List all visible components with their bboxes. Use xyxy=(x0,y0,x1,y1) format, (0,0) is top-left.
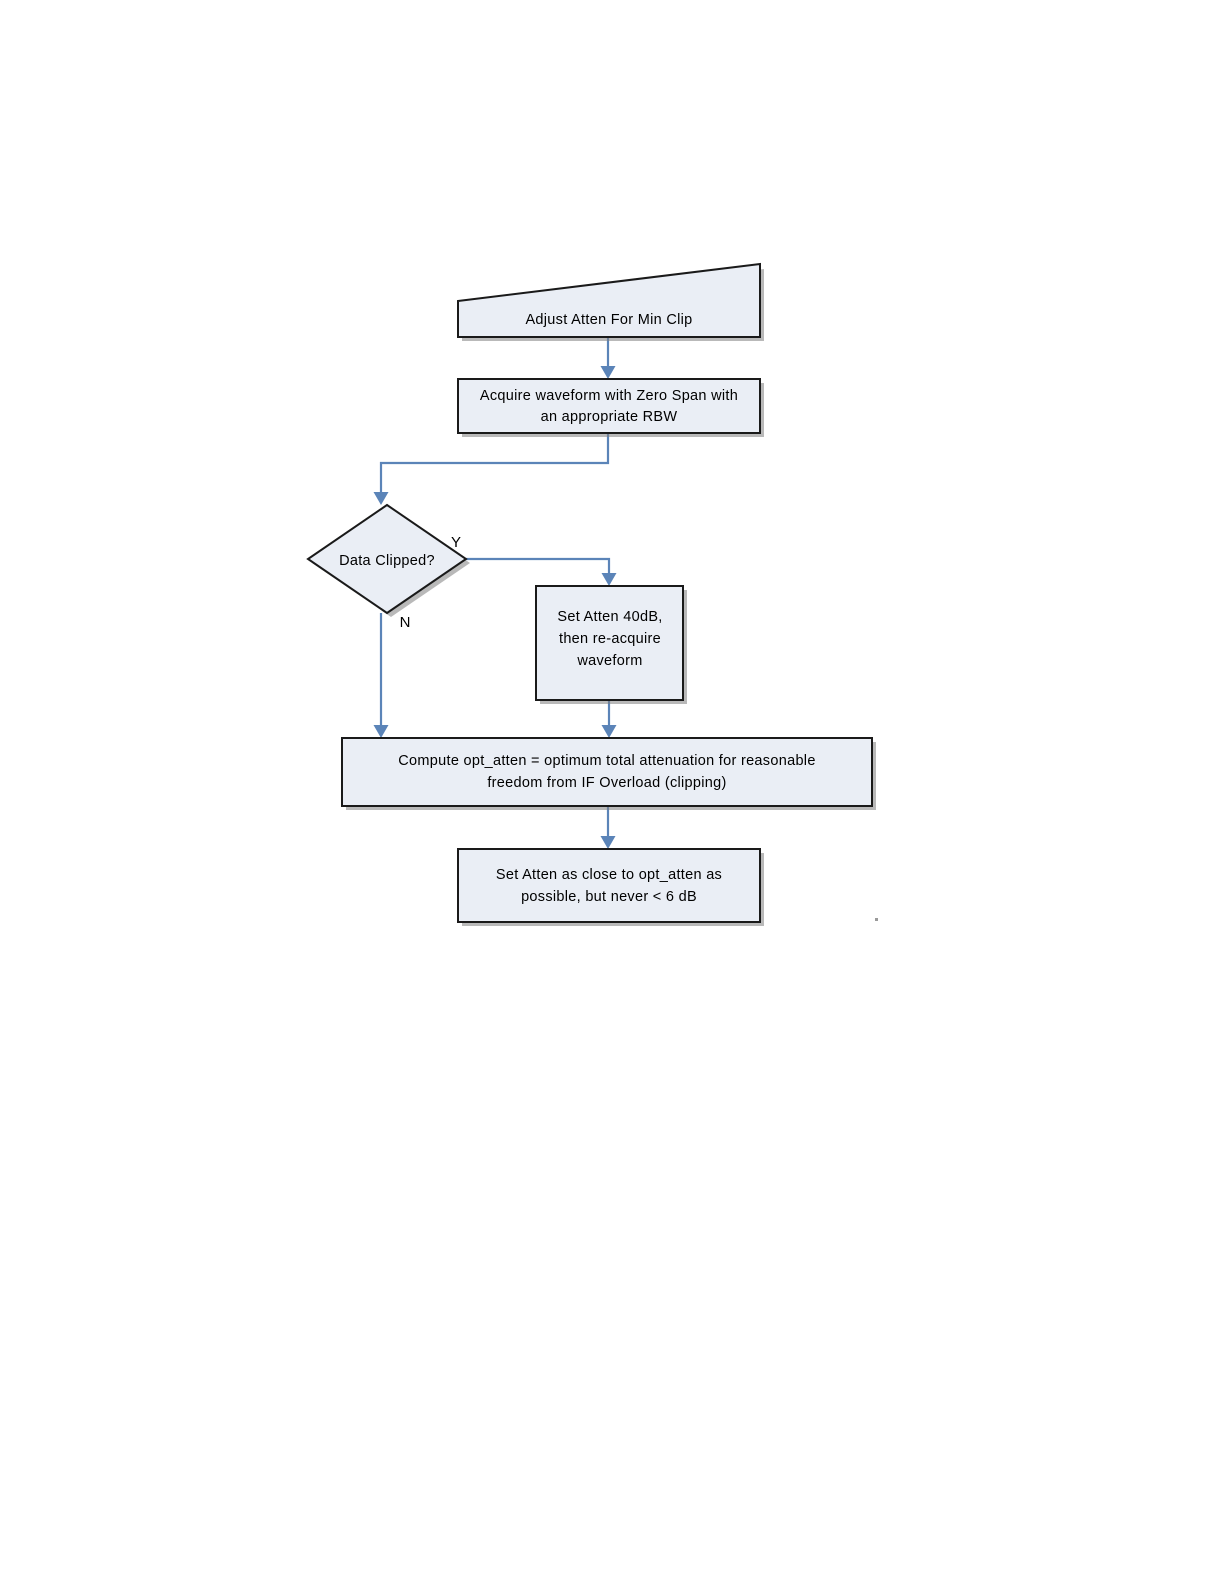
node-acquire-waveform[interactable]: Acquire waveform with Zero Span with an … xyxy=(457,378,764,437)
decision-diamond xyxy=(306,503,468,615)
set-atten-40-line1: Set Atten 40dB, xyxy=(557,609,662,625)
connector-decision-no-to-compute xyxy=(373,613,389,738)
node-adjust-atten-banner[interactable]: Adjust Atten For Min Clip xyxy=(457,262,764,341)
connector-set-atten-40-to-compute xyxy=(601,700,617,738)
branch-label-no: N xyxy=(400,614,411,631)
compute-line2: freedom from IF Overload (clipping) xyxy=(487,775,726,791)
connector-layer xyxy=(373,337,617,849)
set-atten-final-line2: possible, but never < 6 dB xyxy=(521,889,697,905)
decision-label: Data Clipped? xyxy=(339,553,435,569)
node-set-atten-final[interactable]: Set Atten as close to opt_atten as possi… xyxy=(457,848,764,926)
set-atten-40-line2: then re-acquire xyxy=(559,631,661,647)
connector-acquire-to-decision xyxy=(373,433,610,505)
set-atten-final-line1: Set Atten as close to opt_atten as xyxy=(496,867,722,883)
connector-decision-yes-to-set-atten-40 xyxy=(466,557,617,586)
acquire-label-line2: an appropriate RBW xyxy=(541,409,678,425)
connector-compute-to-set-atten-final xyxy=(600,806,616,849)
connector-banner-to-acquire xyxy=(600,337,616,379)
banner-shape xyxy=(457,262,761,338)
node-data-clipped-decision[interactable]: Data Clipped? xyxy=(306,503,470,617)
set-atten-40-line3: waveform xyxy=(576,653,642,669)
branch-label-yes: Y xyxy=(451,534,461,551)
node-compute-opt-atten[interactable]: Compute opt_atten = optimum total attenu… xyxy=(341,737,876,810)
acquire-box xyxy=(457,378,761,434)
node-set-atten-40db[interactable]: Set Atten 40dB, then re-acquire waveform xyxy=(535,585,687,704)
stray-speck xyxy=(875,918,878,921)
set-atten-final-box xyxy=(457,848,761,923)
banner-label: Adjust Atten For Min Clip xyxy=(525,312,692,328)
acquire-label-line1: Acquire waveform with Zero Span with xyxy=(480,388,738,404)
set-atten-40-box xyxy=(535,585,684,701)
compute-box xyxy=(341,737,873,807)
compute-line1: Compute opt_atten = optimum total attenu… xyxy=(398,753,815,769)
